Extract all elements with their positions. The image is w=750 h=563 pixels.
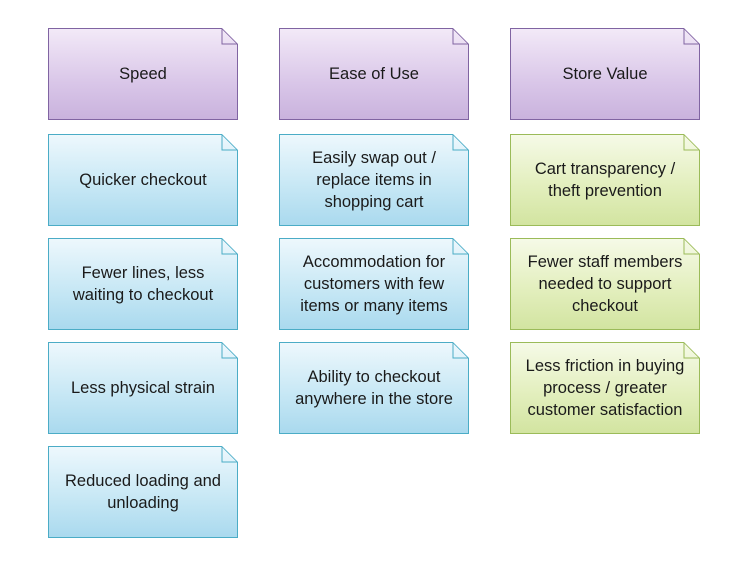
header-card-store-value: Store Value bbox=[510, 28, 700, 120]
benefit-card: Less friction in buying process / greate… bbox=[510, 342, 700, 434]
benefit-card: Fewer staff members needed to support ch… bbox=[510, 238, 700, 330]
column-speed: Speed Quicker checkout Fewer lines, less… bbox=[48, 28, 238, 550]
benefit-label: Less physical strain bbox=[71, 379, 215, 397]
benefit-label: Cart transparency / theft prevention bbox=[534, 160, 676, 200]
benefit-card: Accommodation for customers with few ite… bbox=[279, 238, 469, 330]
benefit-label: Reduced loading and unloading bbox=[65, 472, 221, 512]
header-label: Store Value bbox=[562, 65, 648, 83]
column-store-value: Store Value Cart transparency / theft pr… bbox=[510, 28, 700, 446]
benefit-label: Accommodation for customers with few ite… bbox=[300, 253, 448, 315]
benefit-card: Cart transparency / theft prevention bbox=[510, 134, 700, 226]
benefit-card: Quicker checkout bbox=[48, 134, 238, 226]
benefit-card: Ability to checkout anywhere in the stor… bbox=[279, 342, 469, 434]
header-card-speed: Speed bbox=[48, 28, 238, 120]
benefit-card: Reduced loading and unloading bbox=[48, 446, 238, 538]
column-ease-of-use: Ease of Use Easily swap out / replace it… bbox=[279, 28, 469, 446]
benefit-label: Fewer lines, less waiting to checkout bbox=[72, 264, 214, 304]
benefit-card: Fewer lines, less waiting to checkout bbox=[48, 238, 238, 330]
benefit-label: Ability to checkout anywhere in the stor… bbox=[295, 368, 453, 408]
benefit-card: Less physical strain bbox=[48, 342, 238, 434]
header-label: Speed bbox=[119, 65, 167, 83]
benefit-label: Quicker checkout bbox=[79, 171, 207, 189]
header-card-ease-of-use: Ease of Use bbox=[279, 28, 469, 120]
header-label: Ease of Use bbox=[329, 65, 419, 83]
benefit-label: Easily swap out / replace items in shopp… bbox=[312, 149, 436, 211]
benefit-label: Less friction in buying process / greate… bbox=[525, 357, 685, 419]
benefit-card: Easily swap out / replace items in shopp… bbox=[279, 134, 469, 226]
benefit-label: Fewer staff members needed to support ch… bbox=[527, 253, 683, 315]
